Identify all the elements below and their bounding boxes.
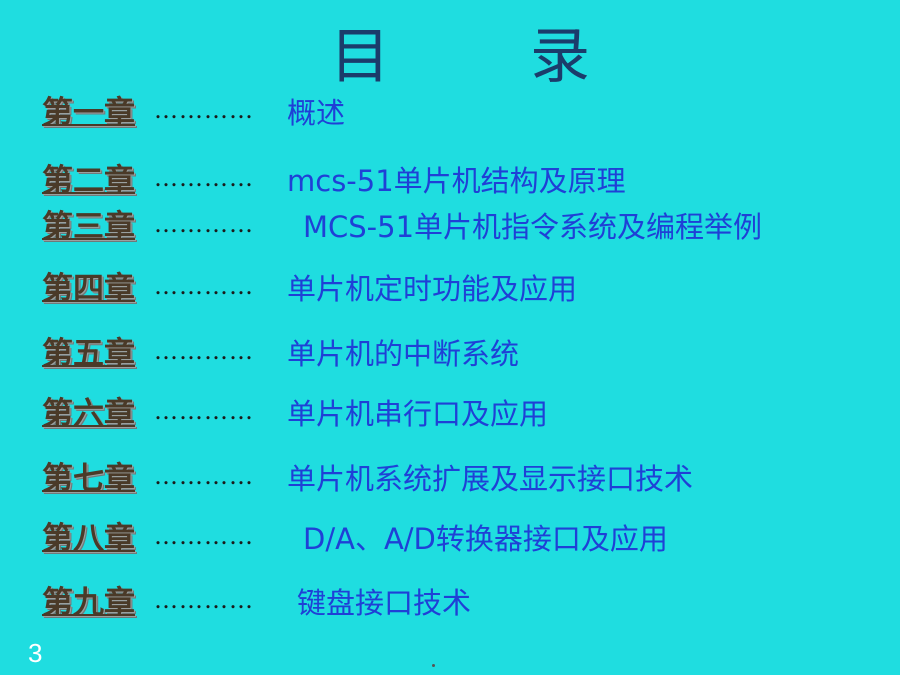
footer-dot bbox=[432, 664, 435, 667]
toc-leader-dots: ………… bbox=[154, 522, 254, 550]
toc-topic: 单片机的中断系统 bbox=[287, 337, 520, 371]
toc-leader-dots: ………… bbox=[154, 96, 254, 124]
toc-leader-dots: ………… bbox=[154, 337, 254, 365]
toc-leader-dots: ………… bbox=[154, 462, 254, 490]
page-number: 3 bbox=[28, 638, 43, 668]
toc-topic: 单片机定时功能及应用 bbox=[287, 272, 578, 306]
toc-topic: 单片机串行口及应用 bbox=[287, 397, 549, 431]
toc-chapter-label[interactable]: 第一章 bbox=[42, 95, 135, 131]
toc-topic: 概述 bbox=[287, 96, 346, 130]
toc-leader-dots: ………… bbox=[154, 164, 254, 192]
toc-topic: mcs-51单片机结构及原理 bbox=[287, 164, 626, 198]
toc-chapter-label[interactable]: 第二章 bbox=[42, 163, 135, 199]
toc-chapter-label[interactable]: 第九章 bbox=[42, 585, 135, 621]
toc-chapter-label[interactable]: 第六章 bbox=[42, 396, 135, 432]
toc-topic: 单片机系统扩展及显示接口技术 bbox=[287, 462, 694, 496]
slide-title: 目 录 bbox=[330, 22, 630, 92]
toc-chapter-label[interactable]: 第三章 bbox=[42, 209, 135, 245]
toc-leader-dots: ………… bbox=[154, 210, 254, 238]
toc-topic: MCS-51单片机指令系统及编程举例 bbox=[303, 210, 763, 244]
toc-leader-dots: ………… bbox=[154, 397, 254, 425]
toc-chapter-label[interactable]: 第七章 bbox=[42, 461, 135, 497]
toc-chapter-label[interactable]: 第五章 bbox=[42, 336, 135, 372]
toc-leader-dots: ………… bbox=[154, 272, 254, 300]
toc-leader-dots: ………… bbox=[154, 586, 254, 614]
toc-topic: D/A、A/D转换器接口及应用 bbox=[303, 522, 668, 556]
toc-chapter-label[interactable]: 第八章 bbox=[42, 521, 135, 557]
toc-chapter-label[interactable]: 第四章 bbox=[42, 271, 135, 307]
toc-topic: 键盘接口技术 bbox=[297, 586, 472, 620]
